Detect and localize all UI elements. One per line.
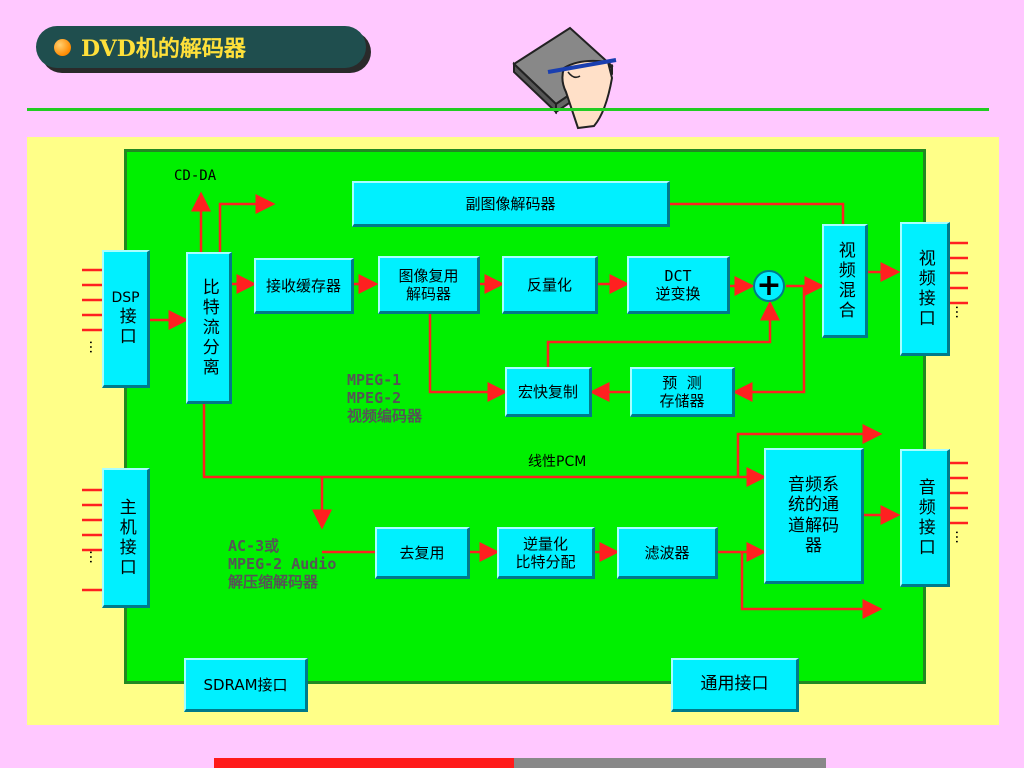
bullet-icon bbox=[54, 38, 71, 56]
cdda-label: CD-DA bbox=[174, 168, 217, 184]
bitstream-splitter-block: 比特流分离 bbox=[186, 252, 232, 404]
receive-buffer-block: 接收缓存器 bbox=[254, 258, 354, 314]
audio-port-ellipsis: … bbox=[952, 530, 968, 542]
dsp-ellipsis: … bbox=[86, 340, 102, 352]
video-port-ellipsis: … bbox=[952, 305, 968, 317]
demux-block: 去复用 bbox=[375, 527, 470, 579]
audio-codec-note: AC-3或 MPEG-2 Audio 解压缩解码器 bbox=[228, 537, 337, 591]
title-banner: DVD机的解码器 bbox=[36, 26, 366, 68]
divider-line bbox=[27, 108, 989, 111]
linear-pcm-label: 线性PCM bbox=[528, 454, 587, 470]
video-mix-label: 视频混合 bbox=[834, 240, 855, 321]
dsp-interface-block: DSP 接口 bbox=[102, 250, 150, 388]
dct-sub-label: 逆变换 bbox=[655, 284, 701, 303]
prediction-title: 预 测 bbox=[662, 373, 702, 392]
dct-inverse-block: DCT 逆变换 bbox=[627, 256, 730, 314]
inverse-quantization-block: 反量化 bbox=[502, 256, 598, 314]
page-title: DVD机的解码器 bbox=[81, 36, 246, 62]
video-port-block: 视频接口 bbox=[900, 222, 950, 356]
dct-title: DCT bbox=[664, 266, 692, 285]
prediction-memory-block: 预 测 存储器 bbox=[630, 367, 735, 417]
bitstream-splitter-label: 比特流分离 bbox=[198, 277, 219, 378]
audio-port-block: 音频接口 bbox=[900, 449, 950, 587]
audio-decoder-label: 音频系统的通道解码器 bbox=[788, 474, 839, 556]
video-mix-block: 视频混合 bbox=[822, 224, 868, 338]
host-ellipsis: … bbox=[86, 550, 102, 562]
adder-sign: + bbox=[756, 268, 782, 303]
host-interface-label: 主机接口 bbox=[115, 497, 136, 578]
inv-quant-line1: 逆量化 bbox=[522, 534, 568, 553]
audio-channel-decoder-block: 音频系统的通道解码器 bbox=[764, 448, 864, 584]
prediction-sub-label: 存储器 bbox=[659, 391, 705, 410]
video-codec-note: MPEG-1 MPEG-2 视频编码器 bbox=[347, 371, 423, 425]
dsp-label: DSP bbox=[111, 290, 140, 307]
progress-track bbox=[214, 758, 826, 768]
general-interface-block: 通用接口 bbox=[671, 658, 799, 712]
subpicture-decoder-block: 副图像解码器 bbox=[352, 181, 670, 227]
sdram-interface-block: SDRAM接口 bbox=[184, 658, 308, 712]
inverse-quant-bit-alloc-block: 逆量化 比特分配 bbox=[497, 527, 595, 579]
image-demux-decoder-block: 图像复用解码器 bbox=[378, 256, 480, 314]
video-port-label: 视频接口 bbox=[914, 248, 935, 329]
filter-block: 滤波器 bbox=[617, 527, 718, 579]
dsp-sub-label: 接口 bbox=[115, 306, 136, 347]
image-demux-label: 图像复用解码器 bbox=[398, 266, 459, 303]
inv-quant-line2: 比特分配 bbox=[515, 552, 576, 571]
progress-fill bbox=[214, 758, 514, 768]
adder-icon: + bbox=[753, 270, 785, 302]
host-interface-block: 主机接口 bbox=[102, 468, 150, 608]
macroblock-copy-block: 宏快复制 bbox=[505, 367, 592, 417]
audio-port-label: 音频接口 bbox=[914, 477, 935, 558]
